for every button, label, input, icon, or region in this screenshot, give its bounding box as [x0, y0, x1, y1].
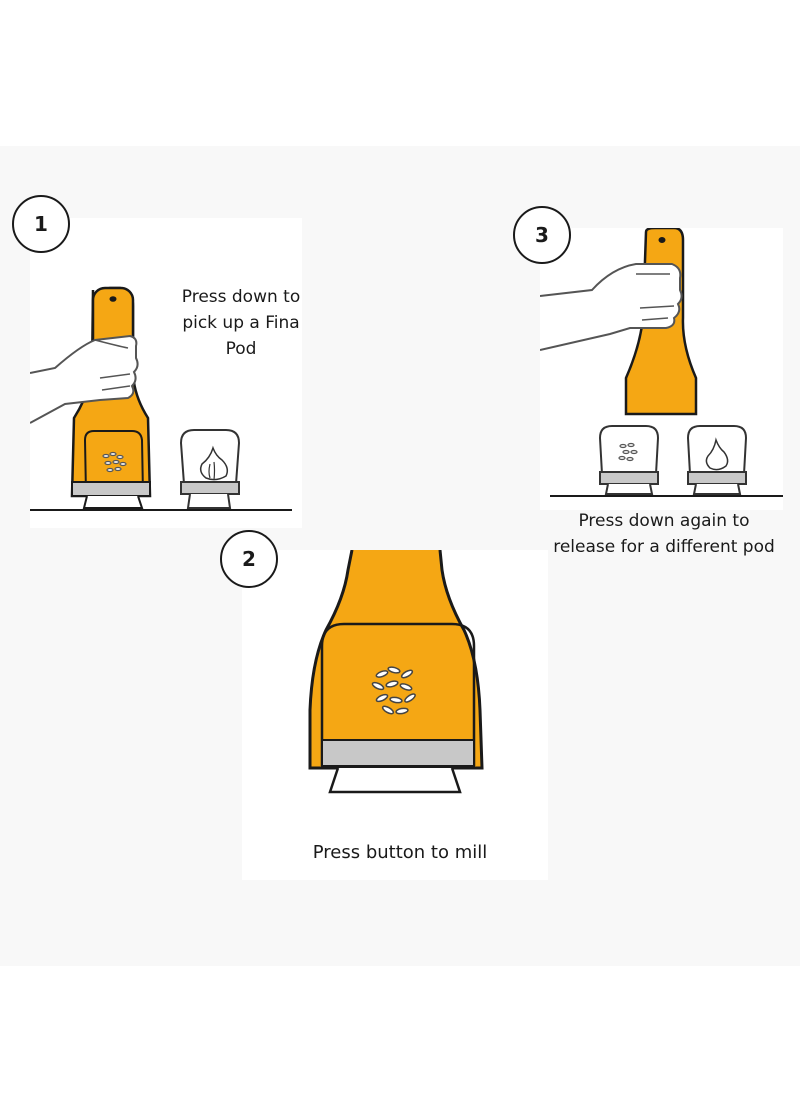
- step-1-panel: [30, 218, 302, 528]
- step-2-panel: [242, 550, 548, 880]
- step-2-number: 2: [220, 530, 278, 588]
- step-1-illustration: [30, 286, 292, 511]
- caption-line: Press button to mill: [312, 842, 488, 863]
- step-1-number: 1: [12, 195, 70, 253]
- seeds-icon: [102, 451, 127, 473]
- step-3-number: 3: [513, 206, 571, 264]
- caption-line: Press down to: [181, 287, 301, 307]
- caption-line: Press down again to: [578, 511, 750, 531]
- hand-icon: [540, 263, 683, 351]
- step-2-illustration: [308, 550, 484, 794]
- step-3-caption: Press down again to release for a differ…: [544, 508, 784, 560]
- pepper-mill-icon: [308, 550, 484, 794]
- step-3-illustration: [540, 228, 783, 497]
- caption-line: pick up a Fina: [182, 313, 300, 333]
- garlic-pod-icon: [179, 429, 241, 509]
- step-1-caption: Press down to pick up a Fina Pod: [150, 284, 332, 362]
- hand-icon: [30, 334, 139, 424]
- caption-line: release for a different pod: [553, 537, 775, 557]
- step-2-caption: Press button to mill: [255, 840, 545, 866]
- garlic-pod-icon: [686, 425, 748, 495]
- spice-pod-icon: [598, 425, 660, 495]
- caption-line: Pod: [225, 339, 257, 359]
- step-3-panel: [540, 228, 783, 510]
- seeds-icon: [371, 666, 416, 715]
